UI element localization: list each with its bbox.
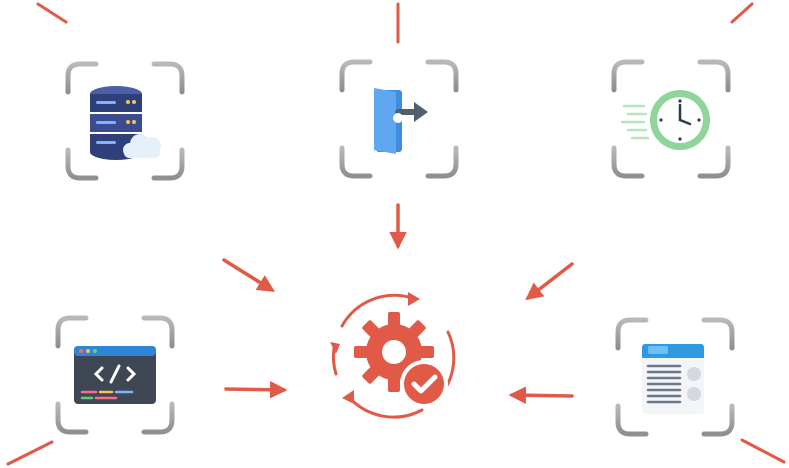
fast-clock-icon xyxy=(620,90,710,150)
ray-bottom-right xyxy=(740,438,786,464)
node-speed xyxy=(614,62,728,176)
arrow-from-database xyxy=(222,258,275,292)
code-window-icon xyxy=(74,346,156,404)
arrow-from-speed xyxy=(525,262,574,301)
connector-arrows xyxy=(222,203,574,404)
node-code xyxy=(58,318,172,432)
document-form-icon xyxy=(642,344,704,414)
gear-check-cycle-icon xyxy=(330,292,456,419)
center-process xyxy=(330,292,456,419)
arrow-from-code xyxy=(224,381,288,399)
ray-bottom-left xyxy=(6,440,54,466)
decorative-rays xyxy=(6,2,786,466)
node-exit xyxy=(342,62,456,176)
ray-top-left xyxy=(36,2,68,24)
node-form xyxy=(618,320,732,434)
database-cloud-icon xyxy=(90,86,161,160)
arrow-from-form xyxy=(508,386,574,404)
ray-top-right xyxy=(730,2,754,24)
check-badge-icon xyxy=(400,360,448,408)
node-database xyxy=(68,64,182,178)
door-exit-icon xyxy=(374,88,428,154)
